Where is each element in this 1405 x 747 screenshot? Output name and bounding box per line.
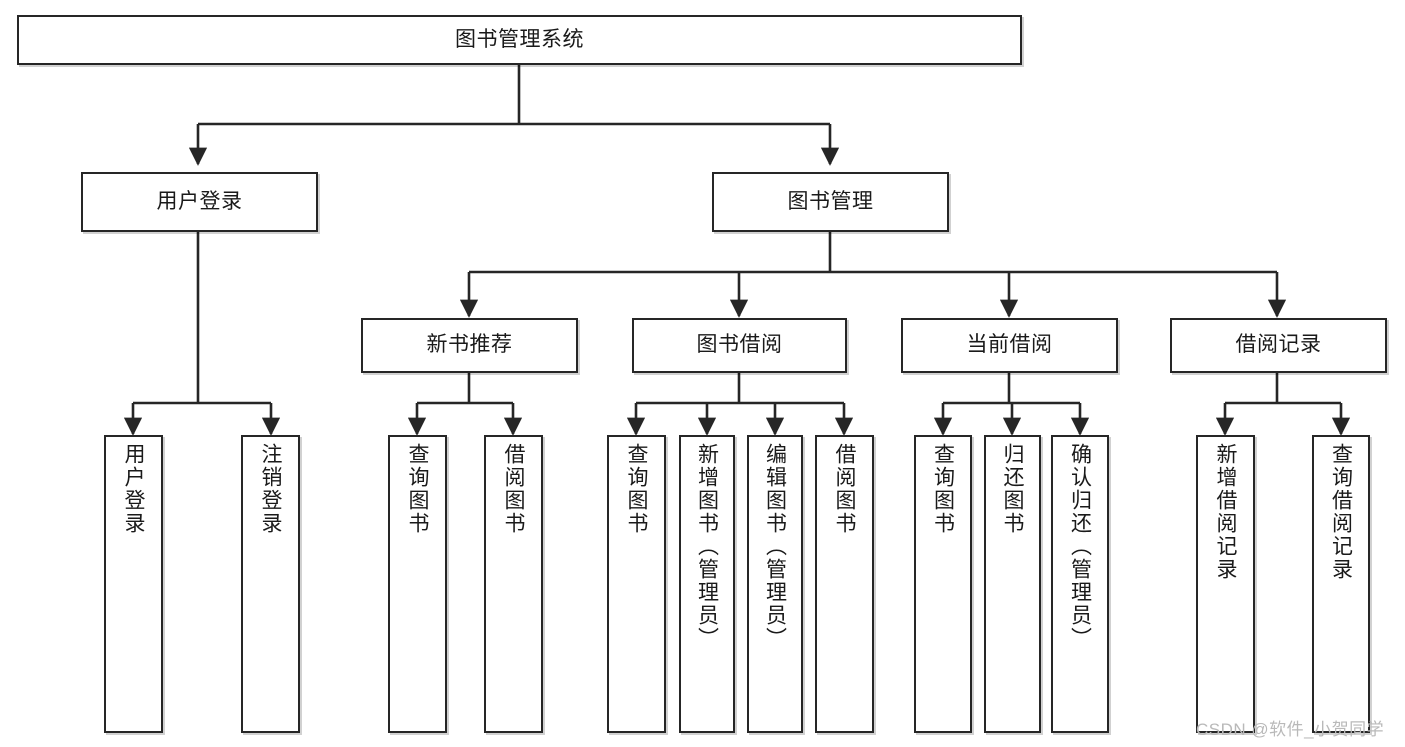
node-leaf-query-book-1[interactable]: 查询图书: [388, 435, 447, 733]
node-current-borrow[interactable]: 当前借阅: [901, 318, 1118, 373]
node-leaf-query-book-2-label: 查询图书: [625, 443, 648, 535]
node-book-borrow-label: 图书借阅: [696, 333, 783, 357]
node-leaf-logout-label: 注销登录: [259, 443, 282, 535]
node-leaf-query-book-1-label: 查询图书: [406, 443, 429, 535]
node-borrow-record-label: 借阅记录: [1235, 333, 1322, 357]
node-book-manage-label: 图书管理: [787, 189, 874, 213]
node-leaf-user-login[interactable]: 用户登录: [104, 435, 163, 733]
node-new-book-rec[interactable]: 新书推荐: [361, 318, 578, 373]
node-leaf-logout[interactable]: 注销登录: [241, 435, 300, 733]
node-leaf-borrow-book-2-label: 借阅图书: [833, 443, 856, 535]
node-leaf-add-record-label: 新增借阅记录: [1214, 443, 1237, 581]
node-leaf-add-book-label: 新增图书（管理员）: [695, 443, 719, 650]
node-user-login[interactable]: 用户登录: [81, 172, 318, 232]
node-leaf-return-book-label: 归还图书: [1001, 443, 1024, 535]
node-leaf-borrow-book-1-label: 借阅图书: [502, 443, 525, 535]
node-leaf-query-book-3-label: 查询图书: [931, 443, 955, 535]
node-leaf-query-record[interactable]: 查询借阅记录: [1312, 435, 1370, 733]
watermark: CSDN @软件_小贺同学: [1196, 720, 1385, 739]
node-leaf-add-record[interactable]: 新增借阅记录: [1196, 435, 1255, 733]
node-borrow-record[interactable]: 借阅记录: [1170, 318, 1387, 373]
node-leaf-borrow-book-1[interactable]: 借阅图书: [484, 435, 543, 733]
node-leaf-confirm-return-label: 确认归还（管理员）: [1068, 443, 1092, 650]
node-leaf-query-record-label: 查询借阅记录: [1329, 443, 1353, 581]
node-book-borrow[interactable]: 图书借阅: [632, 318, 847, 373]
node-book-manage[interactable]: 图书管理: [712, 172, 949, 232]
node-leaf-user-login-label: 用户登录: [122, 443, 145, 535]
node-leaf-query-book-2[interactable]: 查询图书: [607, 435, 666, 733]
node-leaf-edit-book[interactable]: 编辑图书（管理员）: [747, 435, 803, 733]
node-new-book-rec-label: 新书推荐: [426, 333, 513, 357]
node-leaf-return-book[interactable]: 归还图书: [984, 435, 1041, 733]
node-user-login-label: 用户登录: [156, 189, 243, 213]
node-root-label: 图书管理系统: [455, 27, 584, 51]
node-leaf-add-book[interactable]: 新增图书（管理员）: [679, 435, 735, 733]
node-leaf-confirm-return[interactable]: 确认归还（管理员）: [1051, 435, 1109, 733]
node-leaf-query-book-3[interactable]: 查询图书: [914, 435, 972, 733]
node-leaf-edit-book-label: 编辑图书（管理员）: [763, 443, 787, 650]
node-root[interactable]: 图书管理系统: [17, 15, 1022, 65]
node-leaf-borrow-book-2[interactable]: 借阅图书: [815, 435, 874, 733]
node-current-borrow-label: 当前借阅: [966, 333, 1053, 357]
